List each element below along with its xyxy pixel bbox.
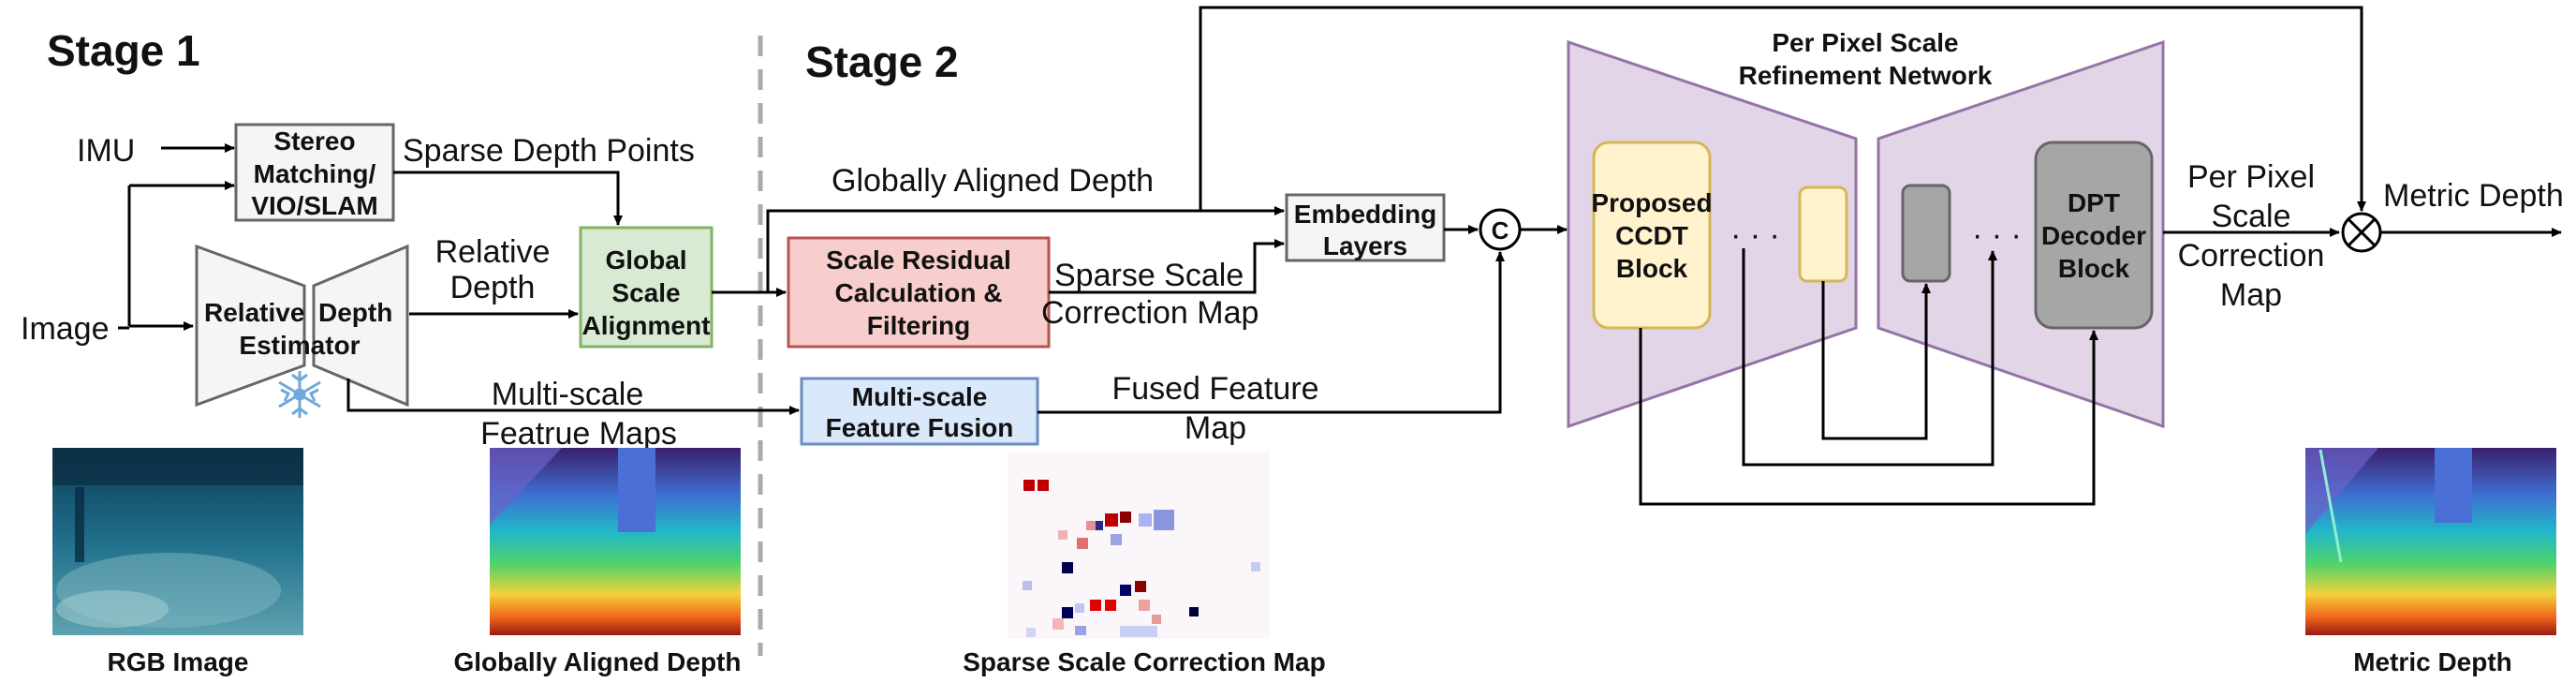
multiply-icon	[2341, 212, 2382, 253]
concat-label: C	[1492, 216, 1509, 245]
label-globally-aligned: Globally Aligned Depth	[832, 163, 1154, 199]
image-label: Image	[21, 311, 110, 347]
caption-aligned: Globally Aligned Depth	[454, 647, 742, 676]
globally-aligned-depth-image	[490, 448, 741, 635]
label-relative-depth-1: Relative	[435, 234, 551, 270]
imu-label: IMU	[77, 133, 135, 169]
label-per-pixel-4: Map	[2220, 277, 2282, 313]
label-fused-2: Map	[1185, 410, 1246, 446]
stage2-title: Stage 2	[805, 37, 959, 86]
global-line-3: Alignment	[582, 311, 711, 340]
caption-metric: Metric Depth	[2353, 647, 2512, 676]
dpt-line-1: DPT	[2068, 188, 2120, 217]
residual-line-2: Calculation &	[835, 278, 1003, 307]
decoder-ellipsis: · · ·	[1972, 217, 2022, 253]
edge-skip-small	[1821, 281, 1931, 440]
scale-residual-box: Scale Residual Calculation & Filtering	[787, 236, 1051, 349]
estimator-line-1: Relative	[204, 298, 304, 327]
global-line-1: Global	[605, 245, 686, 275]
edge-skip-ellipsis	[1742, 248, 1997, 467]
caption-sparse: Sparse Scale Correction Map	[963, 647, 1325, 676]
dpt-line-3: Block	[2058, 254, 2130, 283]
edge-fusion-concat	[1038, 251, 1505, 414]
global-line-2: Scale	[611, 278, 680, 307]
edge-skip-ccdt-dpt	[1639, 328, 2098, 506]
dpt-decoder-block: DPT Decoder Block	[2034, 141, 2154, 330]
network-title-2: Refinement Network	[1739, 61, 1993, 90]
estimator-line-3: Estimator	[239, 331, 360, 360]
residual-line-1: Scale Residual	[826, 245, 1011, 275]
edge-global-embedding	[766, 206, 1285, 292]
label-multiscale-1: Multi-scale	[492, 377, 643, 412]
stereo-line-3: VIO/SLAM	[251, 191, 377, 220]
ccdt-line-1: Proposed	[1591, 188, 1712, 217]
stereo-line-1: Stereo	[273, 126, 355, 156]
relative-depth-estimator: Relative Depth Estimator	[195, 244, 409, 408]
encoder-ellipsis: · · ·	[1730, 217, 1780, 253]
embedding-line-1: Embedding	[1294, 200, 1436, 229]
ccdt-block: Proposed CCDT Block	[1591, 141, 1713, 330]
caption-rgb: RGB Image	[108, 647, 249, 676]
label-per-pixel-2: Scale	[2211, 199, 2290, 234]
encoder-small-block	[1798, 186, 1848, 283]
label-relative-depth-2: Depth	[450, 270, 536, 305]
edge-stereo-global	[393, 171, 623, 226]
edge-estimator-fusion	[346, 379, 800, 415]
snowflake-icon	[278, 371, 321, 418]
label-metric-depth: Metric Depth	[2383, 178, 2564, 214]
label-fused-1: Fused Feature	[1111, 371, 1318, 407]
edge-residual-embedding	[1049, 239, 1285, 294]
stereo-line-2: Matching/	[254, 159, 376, 188]
label-sparse-scale-1: Sparse Scale	[1054, 258, 1244, 293]
label-per-pixel-1: Per Pixel	[2187, 159, 2315, 195]
ccdt-line-3: Block	[1616, 254, 1688, 283]
metric-depth-image	[2305, 448, 2556, 635]
label-per-pixel-3: Correction	[2178, 238, 2325, 274]
ccdt-line-2: CCDT	[1615, 221, 1688, 250]
label-sparse-scale-2: Correction Map	[1041, 295, 1259, 331]
label-sparse-depth-points: Sparse Depth Points	[403, 133, 695, 169]
stereo-matching-box: Stereo Matching/ VIO/SLAM	[234, 123, 395, 222]
dpt-line-2: Decoder	[2041, 221, 2146, 250]
network-title-1: Per Pixel Scale	[1772, 28, 1958, 57]
embedding-layers-box: Embedding Layers	[1285, 193, 1446, 262]
fusion-line-1: Multi-scale	[852, 382, 988, 411]
sparse-scale-correction-image	[1008, 452, 1270, 639]
estimator-line-2: Depth	[318, 298, 392, 327]
feature-fusion-box: Multi-scale Feature Fusion	[800, 377, 1039, 446]
fusion-line-2: Feature Fusion	[826, 413, 1014, 442]
rgb-image	[52, 448, 303, 635]
stage1-title: Stage 1	[47, 26, 200, 75]
edge-skip-to-multiply	[1199, 6, 2366, 212]
embedding-line-2: Layers	[1323, 231, 1407, 260]
decoder-small-block	[1901, 184, 1951, 283]
global-scale-alignment-box: Global Scale Alignment	[579, 226, 714, 349]
label-multiscale-2: Featrue Maps	[480, 416, 677, 452]
residual-line-3: Filtering	[867, 311, 970, 340]
concat-node: C	[1479, 208, 1522, 251]
